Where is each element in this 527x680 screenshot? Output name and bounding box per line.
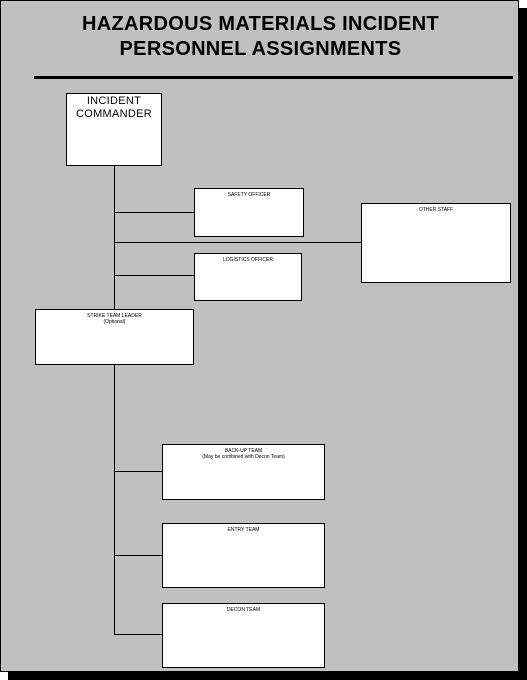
back-up-team-note: (May be combined with Decon Team) xyxy=(202,454,285,460)
back-up-team-box: BACK-UP TEAM (May be combined with Decon… xyxy=(162,444,325,500)
other-staff-box: OTHER STAFF xyxy=(361,203,511,283)
incident-commander-box: INCIDENT COMMANDER xyxy=(66,93,162,166)
entry-team-box: ENTRY TEAM xyxy=(162,523,325,588)
connector-strike-team-trunk xyxy=(114,364,115,635)
back-up-team-label: BACK-UP TEAM xyxy=(224,448,263,454)
connector-decon-team xyxy=(114,634,162,635)
decon-team-box: DECON TEAM xyxy=(162,603,325,668)
connector-commander-trunk xyxy=(114,165,115,310)
entry-team-label: ENTRY TEAM xyxy=(227,527,260,533)
strike-team-leader-box: STRIKE TEAM LEADER (Optional) xyxy=(35,309,194,365)
strike-team-leader-note: (Optional) xyxy=(103,319,126,325)
org-chart-sheet: HAZARDOUS MATERIALS INCIDENT PERSONNEL A… xyxy=(0,0,519,672)
incident-commander-label-2: COMMANDER xyxy=(75,108,153,120)
connector-entry-team xyxy=(114,555,162,556)
connector-back-up-team xyxy=(114,471,162,472)
page-shadow-right xyxy=(519,8,527,680)
chart-title-line-1: HAZARDOUS MATERIALS INCIDENT xyxy=(82,13,439,35)
page-shadow-bottom xyxy=(8,672,527,680)
connector-other-staff xyxy=(114,242,361,243)
connector-logistics-officer xyxy=(114,275,194,276)
chart-title-line-2: PERSONNEL ASSIGNMENTS xyxy=(119,38,402,60)
other-staff-label: OTHER STAFF xyxy=(418,207,454,213)
safety-officer-label: SAFETY OFFICER xyxy=(227,192,271,198)
title-divider xyxy=(34,76,513,79)
connector-safety-officer xyxy=(114,212,194,213)
logistics-officer-label: LOGISTICS OFFICER xyxy=(222,257,273,263)
safety-officer-box: SAFETY OFFICER xyxy=(194,188,304,237)
incident-commander-label-1: INCIDENT xyxy=(86,95,142,107)
decon-team-label: DECON TEAM xyxy=(226,607,261,613)
strike-team-leader-label: STRIKE TEAM LEADER xyxy=(87,313,142,319)
logistics-officer-box: LOGISTICS OFFICER xyxy=(194,253,302,301)
